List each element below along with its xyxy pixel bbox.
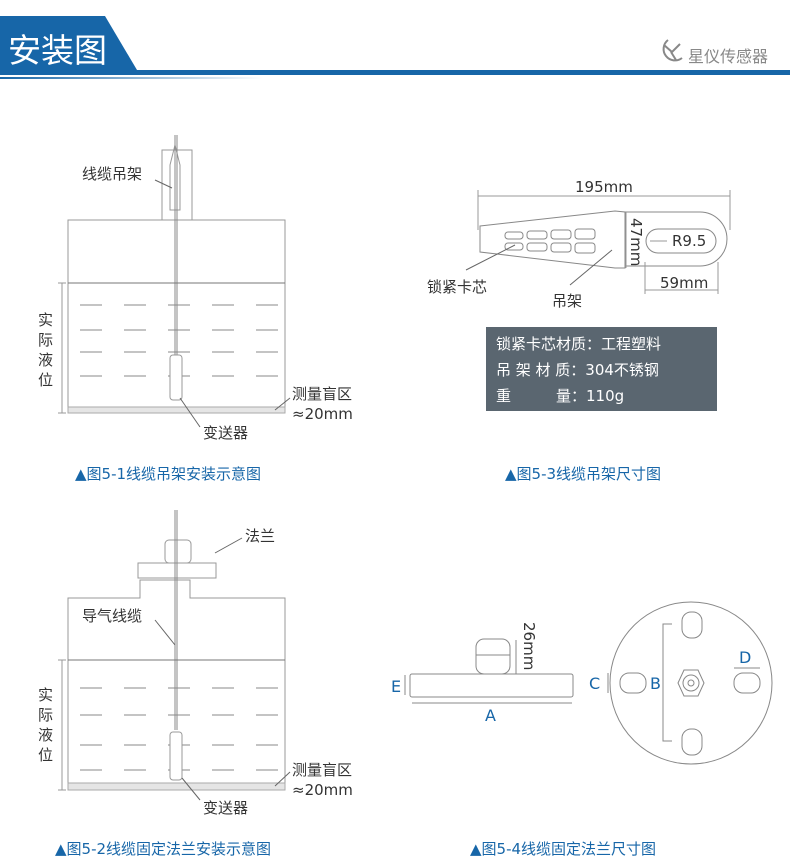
level-label: 实际液位 <box>38 686 54 764</box>
height-dim: 47mm <box>627 218 645 267</box>
core-label: 锁紧卡芯 <box>427 278 488 296</box>
level-label: 实际液位 <box>38 311 54 389</box>
spec-line: 锁紧卡芯材质：工程塑料 <box>496 335 662 353</box>
spec-box: 锁紧卡芯材质：工程塑料 吊 架 材 质：304不锈钢 重 量：110g <box>486 327 717 411</box>
flange-label: 法兰 <box>245 527 276 545</box>
dim-c: C <box>589 674 601 693</box>
spec-line: 吊 架 材 质：304不锈钢 <box>496 361 659 379</box>
blind-value: ≈20mm <box>292 781 353 799</box>
header-banner <box>0 16 790 79</box>
fig4-caption: ▲图5-4线缆固定法兰尺寸图 <box>470 840 657 858</box>
fig2-caption: ▲图5-2线缆固定法兰安装示意图 <box>55 840 272 858</box>
fig4-drawing <box>404 601 773 765</box>
dim-d: D <box>739 648 752 667</box>
fig1-caption: ▲图5-1线缆吊架安装示意图 <box>75 465 262 483</box>
cable-label: 导气线缆 <box>82 607 143 625</box>
length-dim: 195mm <box>575 178 633 196</box>
hanger-label: 线缆吊架 <box>82 165 143 183</box>
radius-dim: R9.5 <box>672 232 707 250</box>
blind-label: 测量盲区 <box>292 385 353 403</box>
dim-b: B <box>650 674 661 693</box>
blind-label: 测量盲区 <box>292 761 353 779</box>
transmitter-label: 变送器 <box>203 424 249 442</box>
loop-dim: 59mm <box>660 274 709 292</box>
dim-e: E <box>391 677 402 696</box>
transmitter-label: 变送器 <box>203 799 249 817</box>
brand-logo-icon <box>662 39 683 62</box>
gland-height-dim: 26mm <box>520 622 538 671</box>
hanger-part-label: 吊架 <box>552 292 583 310</box>
brand-name: 星仪传感器 <box>688 47 769 66</box>
fig1-drawing <box>58 135 291 428</box>
fig2-drawing <box>58 510 291 801</box>
spec-line: 重 量：110g <box>496 387 625 405</box>
page-title: 安装图 <box>8 31 107 70</box>
fig3-caption: ▲图5-3线缆吊架尺寸图 <box>505 465 662 483</box>
fig3-drawing <box>465 190 731 294</box>
blind-value: ≈20mm <box>292 405 353 423</box>
dim-a: A <box>485 706 496 725</box>
